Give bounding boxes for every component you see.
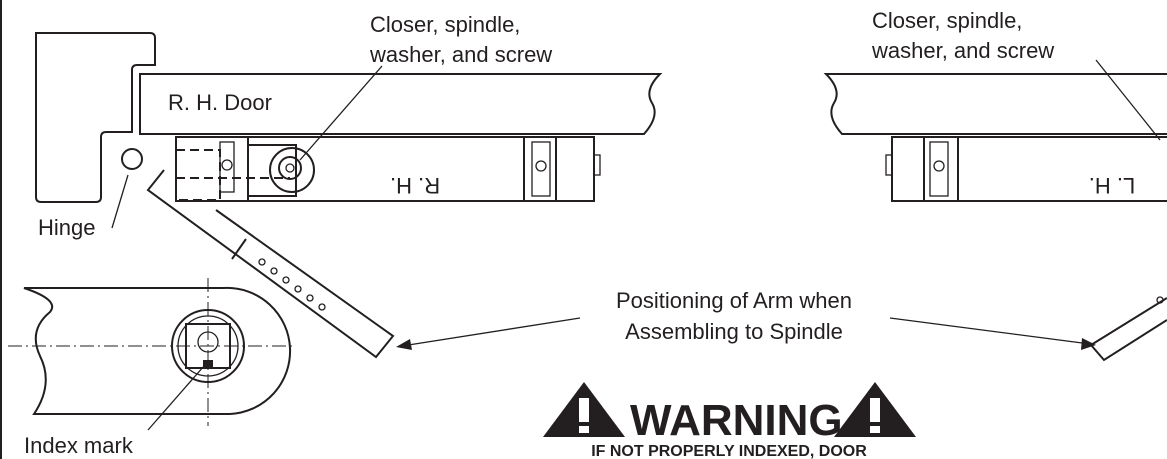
exclamation-triangle-icon <box>543 382 625 437</box>
warning-subtitle: IF NOT PROPERLY INDEXED, DOOR <box>591 443 867 459</box>
hinge-label: Hinge <box>38 215 95 240</box>
closer-right-leader <box>1095 59 1161 141</box>
rh-screw-left <box>221 159 233 171</box>
index-mark-label: Index mark <box>24 433 134 458</box>
closer-left-leader <box>299 65 383 161</box>
lh-assembly: L. H. <box>823 73 1167 362</box>
door-frame <box>35 32 156 203</box>
rh-arm-holes <box>258 258 326 311</box>
door-label: R. H. Door <box>168 90 272 115</box>
index-hub <box>171 309 245 383</box>
positioning-label-1: Positioning of Arm when <box>616 288 852 313</box>
exclamation-triangle-icon <box>834 382 916 437</box>
rh-arm-joint <box>231 238 247 260</box>
rh-closer-body <box>175 136 595 202</box>
lh-end-tab <box>885 154 893 176</box>
index-mark-leader <box>147 365 205 431</box>
positioning-label-2: Assembling to Spindle <box>625 319 843 344</box>
rh-spindle-screw <box>278 156 302 180</box>
rh-screw-right <box>535 160 547 172</box>
lh-screw <box>933 160 945 172</box>
lh-end-cap <box>929 141 949 197</box>
closer-label-right-1: Closer, spindle, <box>872 8 1022 33</box>
rh-spindle-washer <box>269 147 315 193</box>
hinge-pin <box>121 148 143 170</box>
closer-label-left-1: Closer, spindle, <box>370 12 520 37</box>
rh-spindle-center <box>285 163 295 173</box>
rh-closer-mark: R. H. <box>390 173 440 198</box>
lh-arm-hole <box>1156 296 1164 304</box>
positioning-arrow-right <box>889 317 1096 350</box>
lh-door-slab <box>823 73 1167 135</box>
closer-label-right-2: washer, and screw <box>871 38 1054 63</box>
rh-end-cap-right <box>531 141 551 197</box>
door-slab <box>139 73 663 135</box>
index-notch <box>203 360 213 368</box>
rh-dashed-arm-outline <box>175 149 221 201</box>
warning-block: WARNING IF NOT PROPERLY INDEXED, DOOR <box>543 382 916 459</box>
index-hub-inner <box>177 315 239 377</box>
lh-arm <box>1089 297 1167 362</box>
index-detail <box>8 278 294 426</box>
closer-label-left-2: washer, and screw <box>369 42 552 67</box>
warning-title: WARNING <box>630 396 843 445</box>
rh-assembly: R. H. <box>35 32 663 359</box>
lh-closer-mark: L. H. <box>1089 173 1135 198</box>
rh-arm <box>146 169 395 359</box>
rh-spindle-housing <box>248 144 297 197</box>
index-arm-outline <box>23 286 291 415</box>
index-spindle-hole <box>197 331 219 353</box>
positioning-arrow-left <box>396 317 581 350</box>
hinge-leader <box>111 174 129 229</box>
rh-end-tab <box>593 154 601 176</box>
